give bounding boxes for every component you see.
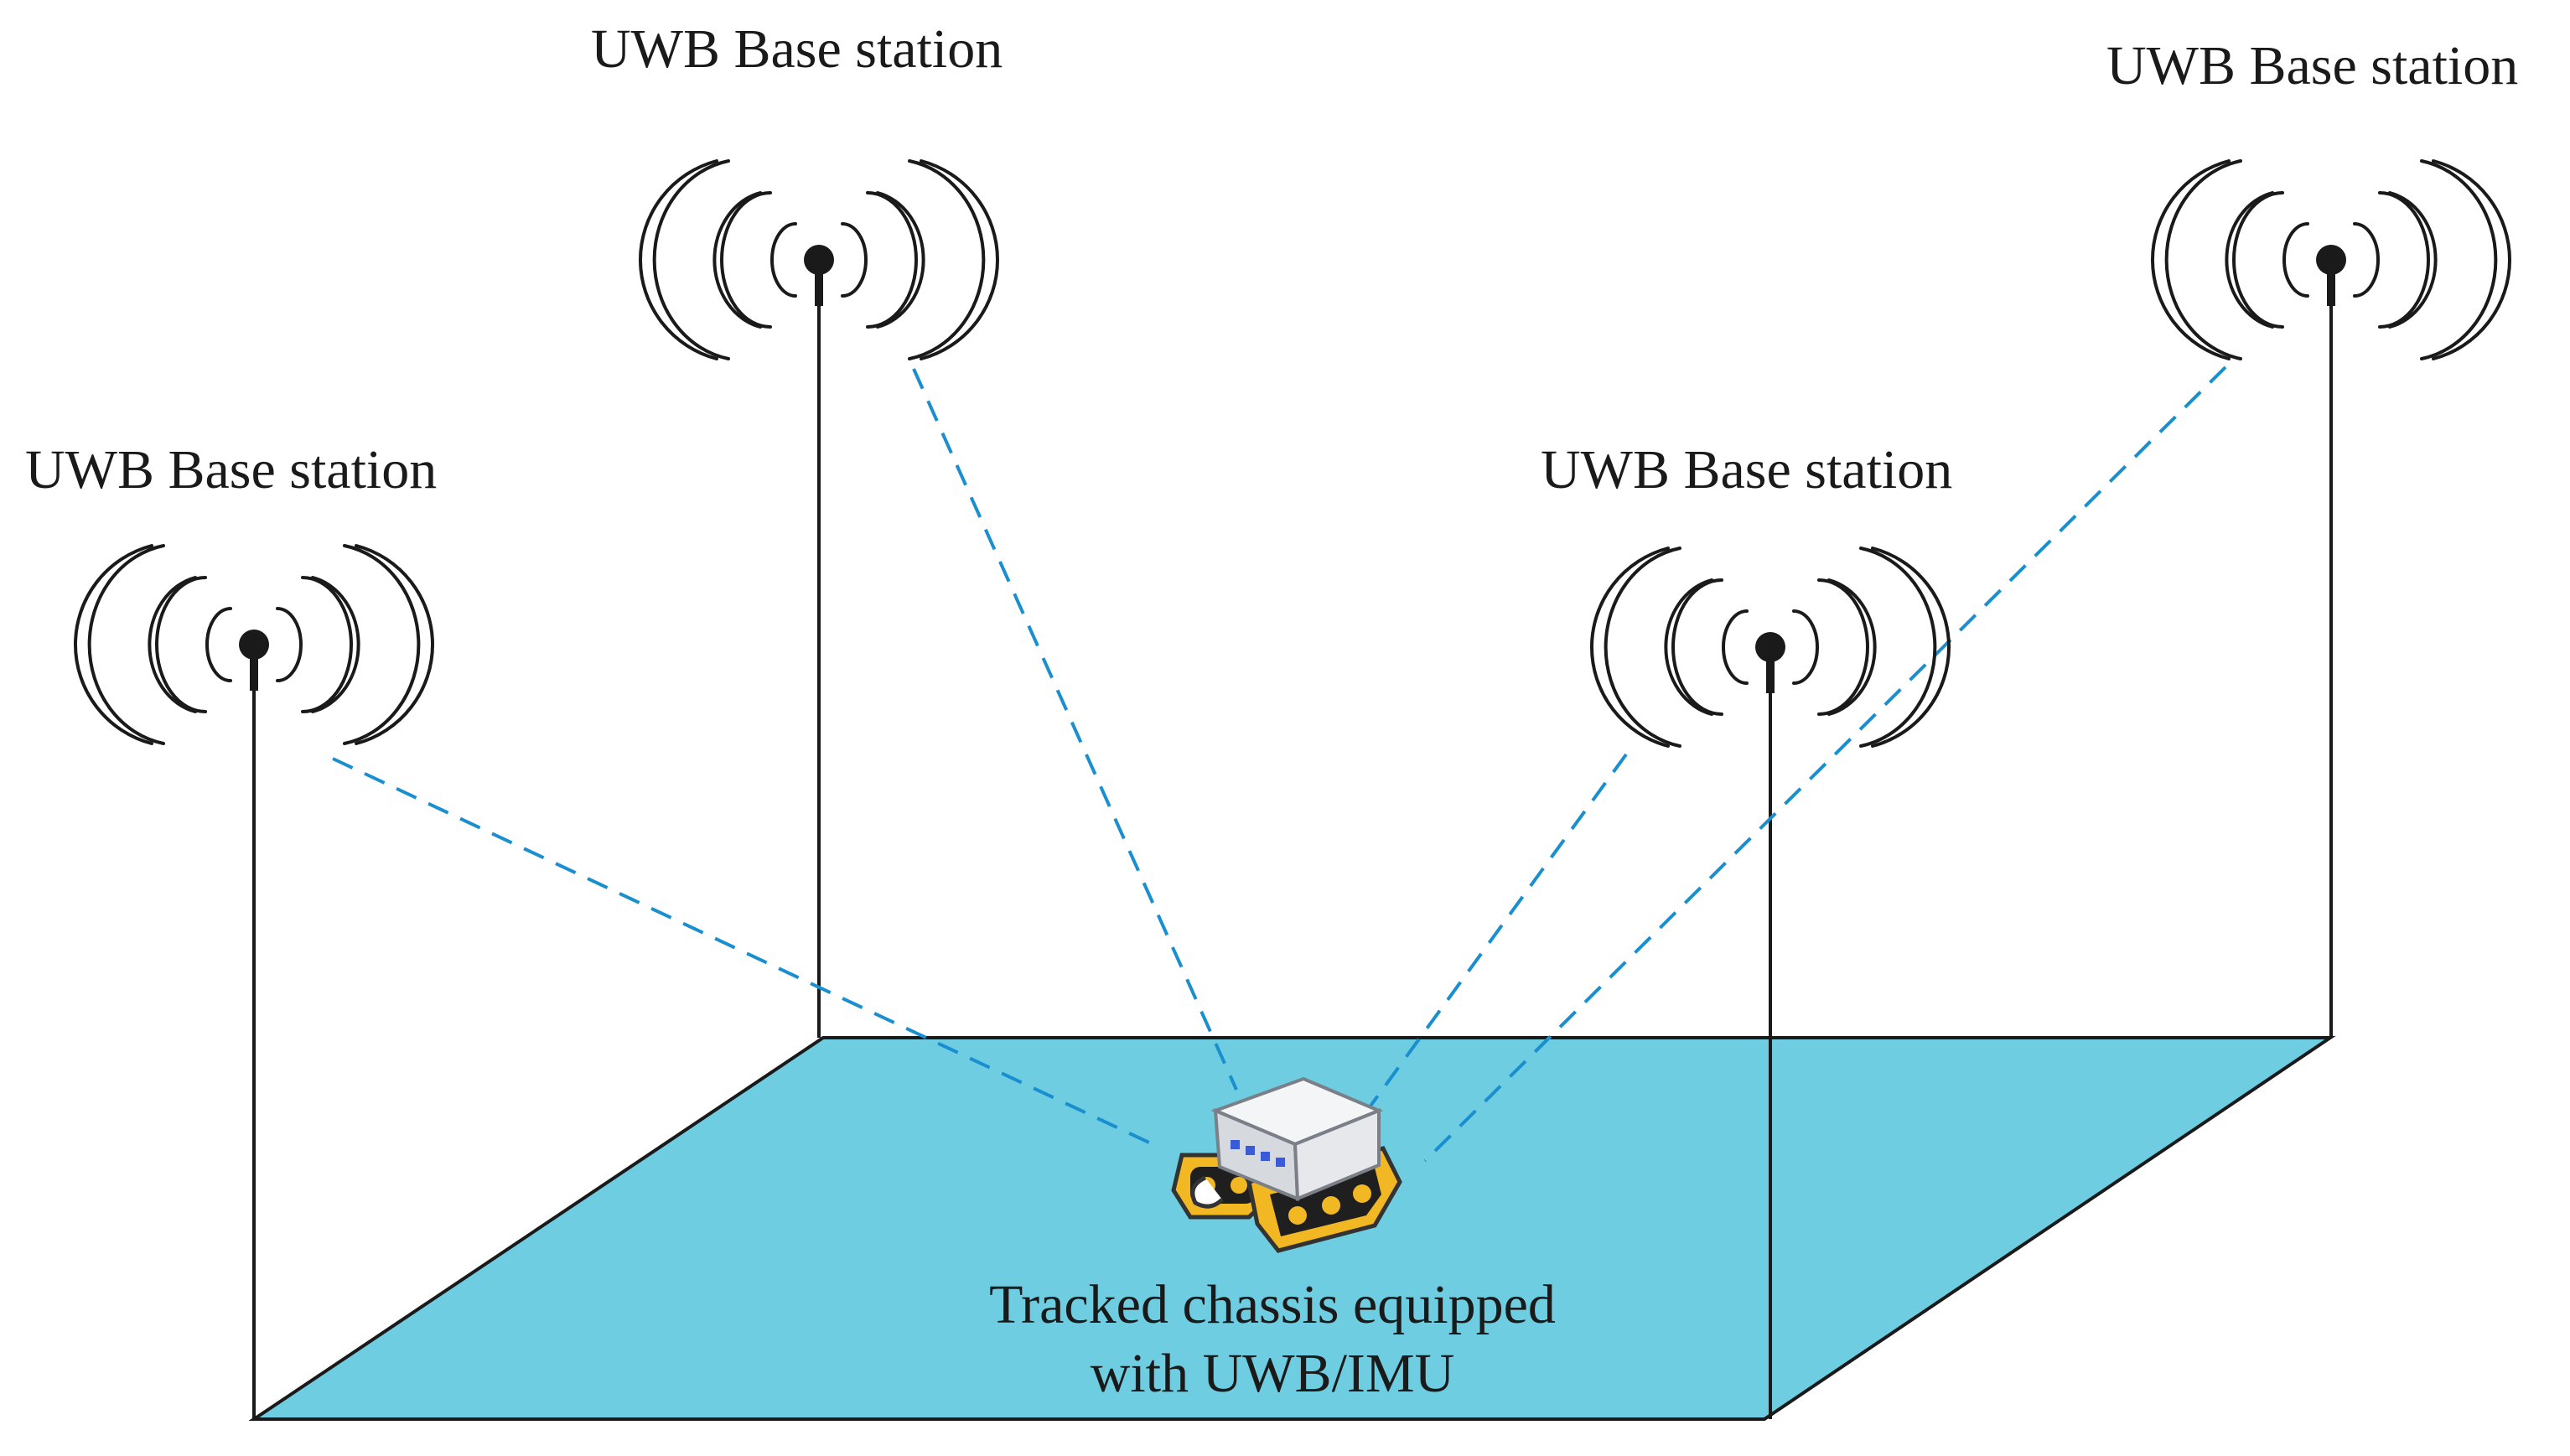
signal-line-left xyxy=(332,757,1153,1146)
vehicle-label-line1: Tracked chassis equipped xyxy=(989,1274,1556,1335)
signal-line-back-left xyxy=(912,368,1238,1091)
antenna-icon-left xyxy=(74,544,434,745)
station-label-left: UWB Base station xyxy=(25,439,437,500)
tracked-chassis-icon xyxy=(1171,1076,1402,1253)
vehicle-label-line2: with UWB/IMU xyxy=(1091,1343,1454,1404)
signal-line-back-right xyxy=(1423,365,2227,1163)
signal-line-front-right xyxy=(1356,753,1628,1125)
station-label-back-left: UWB Base station xyxy=(591,18,1003,80)
antenna-icon-front-right xyxy=(1590,547,1951,748)
antenna-icon-back-left xyxy=(639,159,999,360)
station-label-front-right: UWB Base station xyxy=(1541,439,1952,500)
antenna-icon-back-right xyxy=(2151,159,2511,360)
station-label-back-right: UWB Base station xyxy=(2106,35,2518,96)
